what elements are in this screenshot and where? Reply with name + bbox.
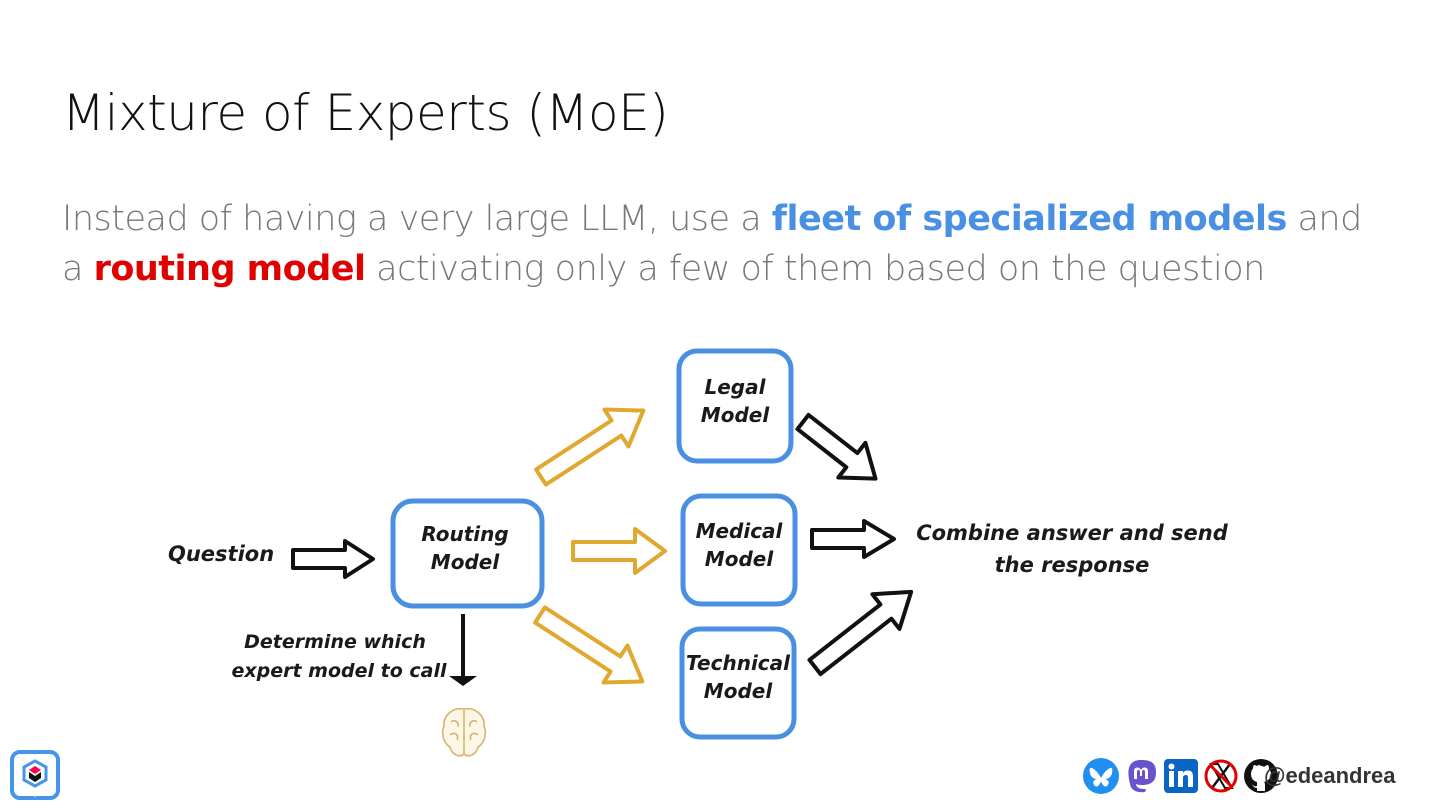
- subtitle-text-2: and a: [62, 199, 1362, 289]
- legal-model-box: Legal Model: [676, 348, 794, 464]
- quarkus-logo: [10, 750, 60, 800]
- router-note-label-2: expert model to call: [231, 660, 447, 682]
- output-label-2: the response: [995, 553, 1150, 577]
- question-arrow: [291, 539, 375, 579]
- router-to-legal-arrow: [527, 390, 658, 498]
- author-handle[interactable]: @edeandrea: [1264, 763, 1396, 788]
- router-note-label-1: Determine which: [244, 631, 426, 653]
- routing-model-box: Routing Model: [390, 498, 545, 609]
- brain-icon: [441, 707, 487, 757]
- routing-model-label-2: Model: [431, 550, 501, 574]
- linkedin-icon[interactable]: [1162, 757, 1200, 795]
- router-to-technical-arrow: [526, 594, 657, 702]
- medical-to-output-arrow: [810, 519, 896, 559]
- technical-model-label-2: Model: [704, 679, 774, 703]
- medical-model-box: Medical Model: [680, 493, 798, 607]
- medical-model-label-1: Medical: [696, 519, 784, 543]
- legal-model-label-2: Model: [701, 403, 771, 427]
- mastodon-icon[interactable]: [1122, 757, 1160, 795]
- slide-subtitle: Instead of having a very large LLM, use …: [62, 194, 1382, 294]
- bluesky-icon[interactable]: [1082, 757, 1120, 795]
- x-icon[interactable]: [1202, 757, 1240, 795]
- technical-to-output-arrow: [799, 572, 927, 687]
- subtitle-highlight-routing: routing model: [93, 249, 366, 289]
- legal-to-output-arrow: [787, 402, 892, 498]
- medical-model-label-2: Model: [705, 547, 775, 571]
- subtitle-highlight-fleet: fleet of specialized models: [771, 199, 1288, 239]
- technical-model-box: Technical Model: [679, 626, 797, 740]
- router-to-medical-arrow: [571, 527, 667, 575]
- routing-model-label-1: Routing: [421, 522, 508, 546]
- github-icon[interactable]: [1242, 757, 1280, 795]
- social-links: [1082, 756, 1280, 796]
- subtitle-text-1: Instead of having a very large LLM, use …: [62, 199, 772, 239]
- legal-model-label-1: Legal: [705, 375, 767, 399]
- router-down-arrow: [449, 614, 477, 686]
- question-label: Question: [168, 542, 274, 566]
- output-label-1: Combine answer and send: [916, 521, 1229, 545]
- slide-title: Mixture of Experts (MoE): [62, 84, 669, 142]
- subtitle-text-3: activating only a few of them based on t…: [365, 249, 1265, 289]
- technical-model-label-1: Technical: [686, 651, 791, 675]
